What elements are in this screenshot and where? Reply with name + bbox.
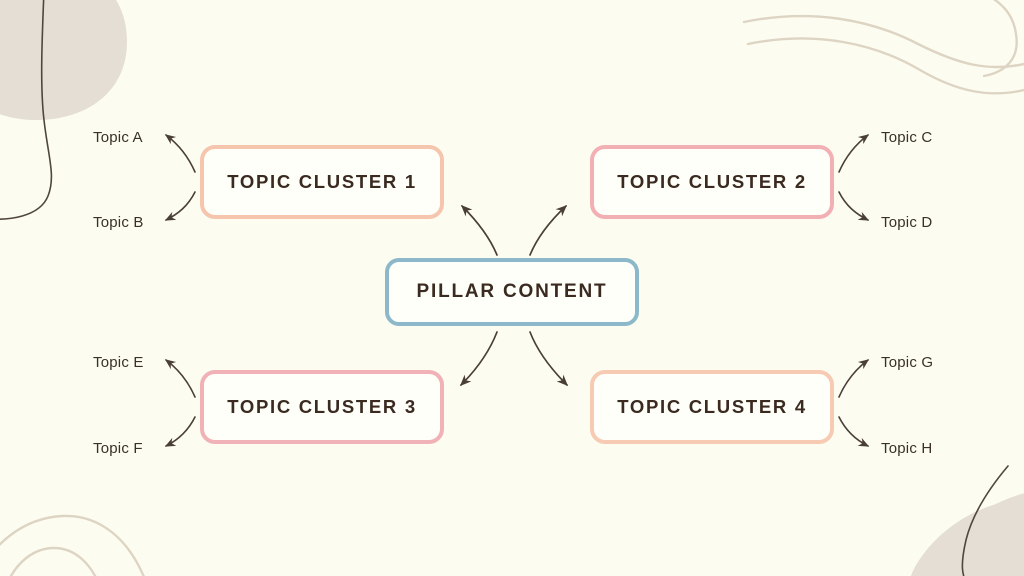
cluster-box-4[interactable]: TOPIC CLUSTER 4 bbox=[590, 370, 834, 444]
wave-top-right-icon-2 bbox=[746, 37, 1024, 95]
topic-label-h: Topic H bbox=[881, 440, 933, 457]
cluster-1-label: TOPIC CLUSTER 1 bbox=[227, 171, 417, 192]
wave-bottom-left-icon-2 bbox=[9, 546, 97, 576]
wave-top-right-icon-1 bbox=[742, 14, 1024, 69]
arrow-hub-to-cluster-4 bbox=[529, 331, 568, 386]
arrow-hub-to-cluster-1 bbox=[461, 205, 498, 256]
wave-top-right-icon-3 bbox=[982, 0, 1018, 78]
arrow-cluster-3-to-topic-f bbox=[164, 416, 196, 447]
topic-label-e: Topic E bbox=[93, 354, 144, 371]
topic-label-c: Topic C bbox=[881, 129, 933, 146]
pillar-content-box[interactable]: PILLAR CONTENT bbox=[385, 258, 639, 326]
topic-label-f: Topic F bbox=[93, 440, 143, 457]
cluster-box-3[interactable]: TOPIC CLUSTER 3 bbox=[200, 370, 444, 444]
arrow-cluster-1-to-topic-a bbox=[164, 134, 196, 173]
cluster-box-1[interactable]: TOPIC CLUSTER 1 bbox=[200, 145, 444, 219]
topic-label-d: Topic D bbox=[881, 214, 933, 231]
cluster-box-2[interactable]: TOPIC CLUSTER 2 bbox=[590, 145, 834, 219]
wave-bottom-left-icon-1 bbox=[0, 514, 145, 576]
arrow-hub-to-cluster-2 bbox=[529, 205, 567, 256]
arrow-hub-to-cluster-3 bbox=[460, 331, 498, 386]
cluster-3-label: TOPIC CLUSTER 3 bbox=[227, 396, 417, 417]
arrow-cluster-2-to-topic-d bbox=[838, 191, 870, 221]
arrow-cluster-1-to-topic-b bbox=[164, 191, 196, 221]
topic-label-g: Topic G bbox=[881, 354, 934, 371]
blob-top-left-icon bbox=[0, 0, 127, 120]
blob-bottom-right-icon bbox=[923, 493, 1024, 576]
topic-label-b: Topic B bbox=[93, 214, 144, 231]
curve-top-left-icon bbox=[0, 0, 53, 220]
arrow-cluster-4-to-topic-h bbox=[838, 416, 870, 447]
topic-label-a: Topic A bbox=[93, 129, 143, 146]
cluster-2-label: TOPIC CLUSTER 2 bbox=[617, 171, 807, 192]
cluster-4-label: TOPIC CLUSTER 4 bbox=[617, 396, 807, 417]
curve-bottom-right-icon bbox=[961, 465, 1009, 576]
pillar-content-label: PILLAR CONTENT bbox=[416, 281, 608, 302]
blob-bottom-right-ext-icon bbox=[910, 500, 1024, 576]
arrow-cluster-2-to-topic-c bbox=[838, 134, 870, 173]
arrow-cluster-3-to-topic-e bbox=[164, 359, 196, 398]
arrow-cluster-4-to-topic-g bbox=[838, 359, 870, 398]
